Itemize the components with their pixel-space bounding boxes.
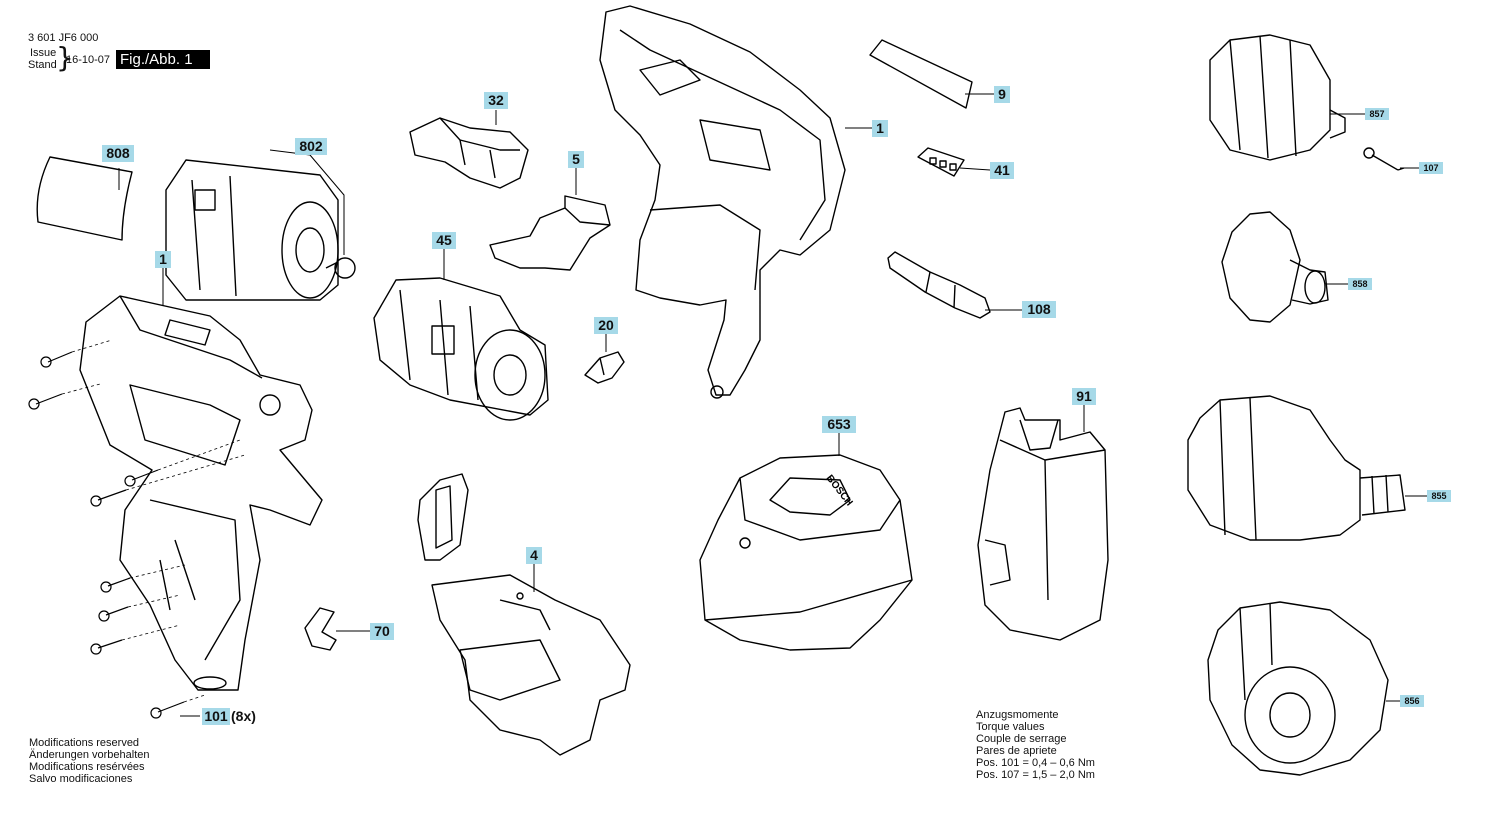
- callout-45: 45: [432, 232, 456, 249]
- note-line: Anzugsmomente: [976, 709, 1059, 721]
- note-line: Modifications resérvées: [29, 761, 145, 773]
- callout-4: 4: [526, 547, 542, 564]
- callout-856: 856: [1400, 695, 1424, 707]
- callout-858: 858: [1348, 278, 1372, 290]
- callout-20: 20: [594, 317, 618, 334]
- issue-label: Issue: [30, 47, 57, 59]
- part-20-clip: [584, 351, 625, 384]
- part-91-battery: [977, 407, 1109, 641]
- part-1-housing-right: [599, 5, 846, 399]
- part-858-adapter: [1221, 211, 1329, 323]
- callout-32: 32: [484, 92, 508, 109]
- callout-101: 101: [202, 708, 230, 725]
- note-line: Änderungen vorbehalten: [29, 749, 150, 761]
- part-32-switch: [409, 117, 529, 189]
- modifications-note: Modifications reserved Änderungen vorbeh…: [29, 737, 149, 785]
- part-108-bit: [887, 251, 991, 319]
- callout-101-quantity: (8x): [231, 708, 256, 724]
- callout-802: 802: [295, 138, 327, 155]
- part-101-screws: [28, 351, 185, 719]
- callout-1-housing: 1: [872, 120, 888, 137]
- part-857-chuck: [1209, 34, 1346, 161]
- issue-date: 16-10-07: [66, 54, 111, 66]
- torque-note: Anzugsmomente Torque values Couple de se…: [976, 709, 1095, 781]
- note-line: Couple de serrage: [976, 733, 1067, 745]
- note-line: Pos. 101 = 0,4 – 0,6 Nm: [976, 757, 1095, 769]
- callout-9: 9: [994, 86, 1010, 103]
- figure-label: Fig./Abb. 1: [116, 50, 210, 69]
- callout-107: 107: [1419, 162, 1443, 174]
- part-5-slide-switch: [489, 195, 611, 271]
- note-line: Salvo modificaciones: [29, 773, 133, 785]
- model-number: 3 601 JF6 000: [28, 32, 99, 44]
- note-line: Torque values: [976, 721, 1045, 733]
- note-line: Pares de apriete: [976, 745, 1057, 757]
- note-line: Modifications reserved: [29, 737, 140, 749]
- callout-91: 91: [1072, 388, 1096, 405]
- leader-lines: [118, 93, 1427, 717]
- callout-5: 5: [568, 151, 584, 168]
- part-653-charger: [699, 454, 913, 651]
- callout-1-main: 1: [155, 251, 171, 268]
- screw-axis-lines: [61, 339, 246, 703]
- part-4-electronics: [417, 473, 631, 756]
- callout-653: 653: [822, 416, 856, 433]
- part-855-attachment: [1187, 395, 1406, 541]
- part-45-gearbox: [373, 277, 549, 421]
- note-line: Pos. 107 = 1,5 – 2,0 Nm: [976, 769, 1095, 781]
- brace: }: [56, 41, 74, 74]
- callout-857: 857: [1365, 108, 1389, 120]
- part-70-clip: [304, 607, 337, 651]
- callout-808: 808: [102, 145, 134, 162]
- part-9-label: [869, 39, 973, 109]
- part-802-motor: [165, 159, 356, 301]
- brand-mark: BOSCH: [824, 473, 855, 508]
- callout-41: 41: [990, 162, 1014, 179]
- stand-label: Stand: [28, 59, 57, 71]
- part-808-label-sheet: [36, 156, 133, 241]
- callout-108: 108: [1022, 301, 1056, 318]
- part-41-plate: [917, 147, 965, 177]
- part-107-screw: [1363, 147, 1405, 171]
- callout-855: 855: [1427, 490, 1451, 502]
- callout-70: 70: [370, 623, 394, 640]
- part-856-attachment: [1207, 601, 1389, 776]
